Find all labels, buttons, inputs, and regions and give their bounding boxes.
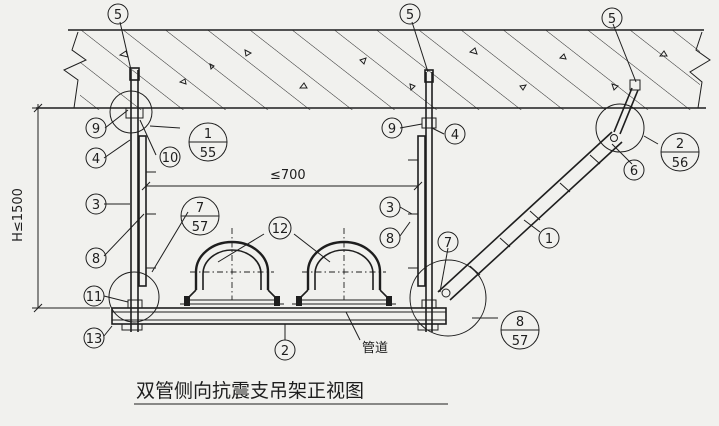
svg-text:57: 57 [512,334,529,349]
horizontal-beam [111,307,447,331]
callout-11: 11 [83,285,105,307]
svg-text:8: 8 [92,252,100,267]
callout-5-middle: 5 [399,3,421,25]
callout-1: 1 [538,227,560,249]
h-limit-label: H≤1500 [11,188,26,242]
pipe-label: 管道 [362,341,388,356]
callout-9-right: 9 [381,117,403,139]
callout-4-right: 4 [444,123,466,145]
svg-text:8: 8 [516,315,524,330]
svg-text:2: 2 [676,137,684,152]
callout-10: 10 [159,146,181,168]
detail-reference-8-57: 8 57 [500,310,540,350]
callout-6: 6 [623,159,645,181]
svg-text:57: 57 [192,220,209,235]
svg-text:4: 4 [451,128,459,143]
svg-text:5: 5 [608,12,616,27]
svg-text:9: 9 [92,122,100,137]
svg-text:55: 55 [200,146,217,161]
detail-circle-right [409,259,487,337]
svg-text:3: 3 [92,198,100,213]
svg-text:12: 12 [272,222,289,237]
callout-2: 2 [274,339,296,361]
spacing-dimension: ≤700 [141,168,423,191]
concrete-slab [36,29,711,110]
detail-circle-left-bottom [108,271,160,323]
svg-text:5: 5 [114,8,122,23]
svg-text:9: 9 [388,122,396,137]
svg-text:11: 11 [86,290,103,305]
callout-3-left: 3 [85,193,107,215]
svg-text:1: 1 [204,127,212,142]
svg-text:2: 2 [281,344,289,359]
callout-8-right: 8 [379,227,401,249]
svg-text:6: 6 [630,164,638,179]
svg-text:7: 7 [444,236,452,251]
height-dimension: H≤1500 [11,103,110,313]
left-hanger [125,67,156,332]
svg-text:13: 13 [86,332,103,347]
detail-circle-left-top [109,90,153,134]
callout-8-left: 8 [85,247,107,269]
detail-reference-1-55: 1 55 [188,122,228,162]
detail-reference-2-56: 2 56 [660,132,700,172]
callout-12: 12 [268,216,292,240]
svg-text:8: 8 [386,232,394,247]
svg-text:4: 4 [92,152,100,167]
callout-3-right: 3 [379,196,401,218]
diagram-title: 双管侧向抗震支吊架正视图 [136,380,364,402]
diagonal-brace [437,79,641,301]
svg-text:7: 7 [196,201,204,216]
svg-text:56: 56 [672,156,689,171]
svg-text:1: 1 [545,232,553,247]
callout-5-left: 5 [107,3,129,25]
svg-text:3: 3 [386,201,394,216]
pipes [180,228,396,306]
callouts: 5 5 5 9 4 10 3 8 11 13 9 4 3 8 7 12 2 6 … [83,3,645,361]
spacing-limit-label: ≤700 [270,168,306,183]
svg-text:10: 10 [162,151,179,166]
callout-5-right: 5 [601,7,623,29]
callout-9-left: 9 [85,117,107,139]
detail-reference-7-57: 7 57 [180,196,220,236]
callout-4-left: 4 [85,147,107,169]
callout-7-right: 7 [437,231,459,253]
svg-text:5: 5 [406,8,414,23]
callout-13: 13 [83,327,105,349]
